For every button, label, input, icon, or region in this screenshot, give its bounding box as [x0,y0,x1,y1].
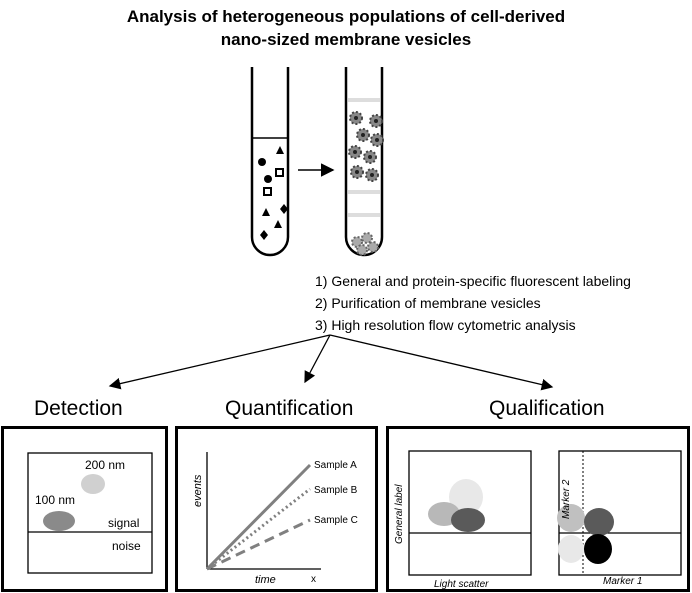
particle-square [275,168,284,177]
detection-heading: Detection [34,397,123,420]
step-3: 3) High resolution flow cytometric analy… [315,317,576,333]
vesicle-population-200nm [81,474,105,494]
label-100nm: 100 nm [35,493,75,507]
particle-triangle [262,208,270,216]
arrow-to-quantification [304,334,331,384]
plot2-x-label: Marker 1 [603,576,642,587]
arrow-to-qualification [329,334,554,391]
population-double-negative [558,535,584,563]
step-2: 2) Purification of membrane vesicles [315,295,541,311]
particle-diamond [280,204,288,214]
tubes-and-arrows [108,67,554,391]
figure-title-line1: Analysis of heterogeneous populations of… [126,7,566,26]
y-axis-label: events [192,474,204,507]
quantification-panel: Sample A Sample B Sample C events time x [175,426,378,592]
plot1-y-label: General label [394,484,405,544]
plot1-x-label: Light scatter [434,579,489,589]
population-marker2-positive [557,504,585,532]
particle-circle [264,175,272,183]
particle-square [263,187,272,196]
labeled-vesicle-cluster [348,111,384,182]
series-line-sample-c [206,518,311,571]
population-marker1-positive [584,534,612,564]
label-200nm: 200 nm [85,458,125,472]
procedure-steps: 1) General and protein-specific fluoresc… [315,270,631,336]
x-axis-label: time [255,574,276,586]
arrow-to-detection [108,334,331,390]
qualification-panel: General label Light scatter Marker 2 Mar… [386,426,690,592]
unlabeled-sample-tube [250,67,290,257]
signal-label: signal [108,516,139,530]
particle-triangle [276,146,284,154]
figure-title-line2: nano-sized membrane vesicles [220,30,472,49]
series-label-sample-a: Sample A [314,460,357,471]
step-1: 1) General and protein-specific fluoresc… [315,273,631,289]
particle-circle [258,158,266,166]
quantification-heading: Quantification [225,397,354,420]
vesicle-population-100nm [43,511,75,531]
series-label-sample-b: Sample B [314,485,358,496]
pellet-cluster [351,232,379,256]
noise-label: noise [112,539,141,553]
population-double-positive [584,508,614,536]
population-dark [451,508,485,532]
series-label-sample-c: Sample C [314,515,358,526]
labeled-gradient-tube [344,67,384,257]
series-line-sample-a [205,463,312,571]
detection-panel: 200 nm 100 nm signal noise [1,426,168,592]
plot2-y-label: Marker 2 [561,479,572,519]
x-axis-end-mark: x [311,574,316,585]
qualification-heading: Qualification [489,397,605,420]
particle-triangle [274,220,282,228]
particle-diamond [260,230,268,240]
population-pale [449,479,483,515]
series-line-sample-b [206,487,311,571]
